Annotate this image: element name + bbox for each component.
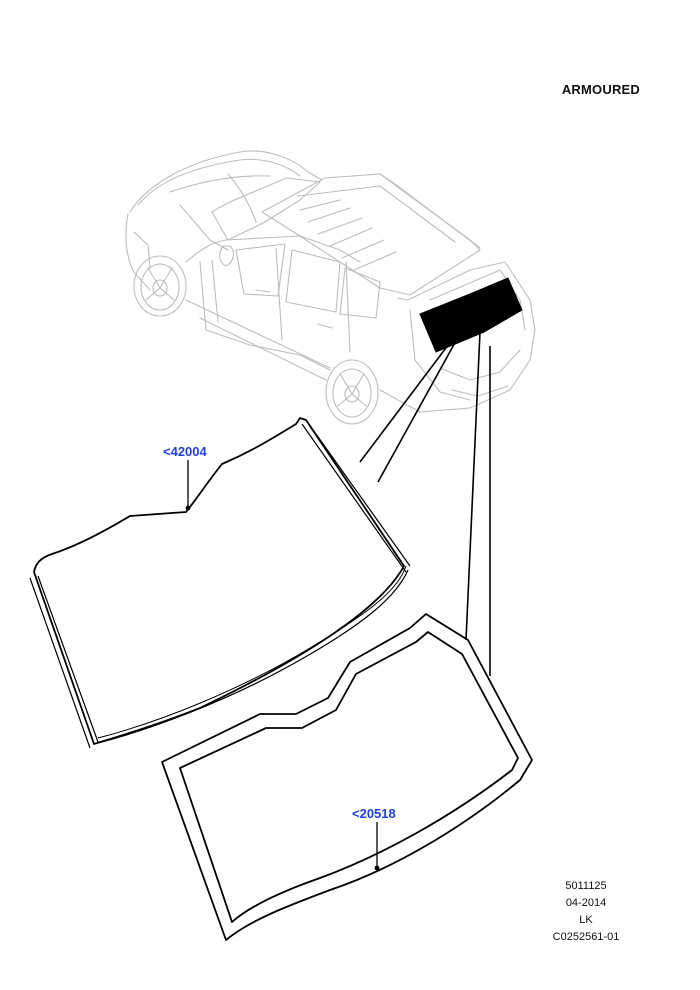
footer-line-4: C0252561-01 [552, 931, 620, 943]
leader-line-glass-a [359, 315, 471, 463]
leader-line-glass-b [377, 329, 463, 483]
callout-pointer-2 [374, 822, 380, 871]
footer-line-2: 04-2014 [565, 897, 607, 909]
footer-line-1: 5011125 [565, 880, 607, 892]
leader-lines [359, 315, 491, 676]
part-callout-glass[interactable]: <42004 [163, 444, 207, 459]
part-callout-seal[interactable]: <20518 [352, 806, 396, 821]
rear-window-seal[interactable] [161, 613, 533, 941]
callout-pointer-1 [185, 460, 191, 511]
diagram-footer: 5011125 04-2014 LK C0252561-01 [540, 878, 632, 946]
rear-window-highlight[interactable] [419, 277, 523, 353]
leader-line-seal-a [465, 331, 481, 641]
footer-line-3: LK [579, 914, 593, 926]
vehicle-illustration [125, 150, 536, 425]
rear-glass-panel[interactable] [29, 417, 411, 749]
diagram-heading: ARMOURED [561, 82, 640, 97]
